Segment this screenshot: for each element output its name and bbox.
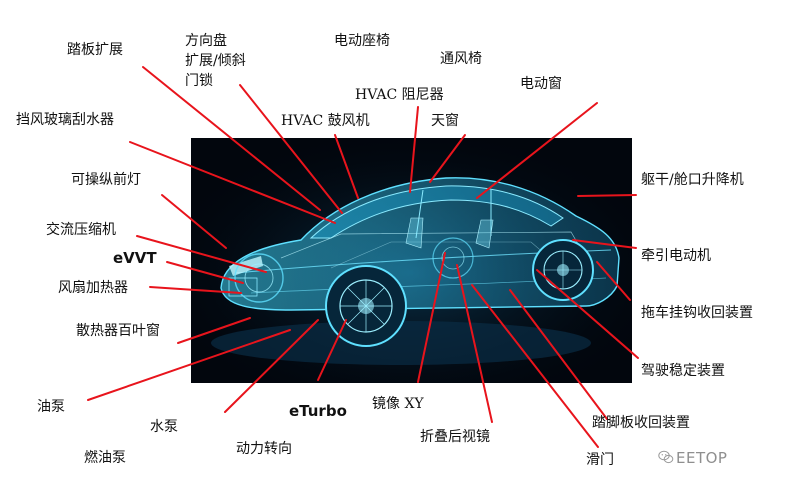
- label-running-board: 踏脚板收回装置: [592, 415, 690, 431]
- watermark-text: EETOP: [676, 449, 728, 467]
- label-hvac-damper: HVAC 阻尼器: [355, 87, 444, 103]
- label-wiper: 挡风玻璃刮水器: [16, 112, 114, 128]
- label-power-window: 电动窗: [520, 76, 562, 92]
- label-fan-heater: 风扇加热器: [58, 280, 128, 296]
- label-sliding-door: 滑门: [586, 452, 614, 468]
- front-wheel: [325, 265, 407, 347]
- label-ac-compressor: 交流压缩机: [46, 222, 116, 238]
- label-hvac-blower: HVAC 鼓风机: [281, 113, 370, 129]
- label-power-seat: 电动座椅: [334, 33, 390, 49]
- label-mirror-xy: 镜像 XY: [372, 396, 424, 412]
- label-tow-hitch: 拖车挂钩收回装置: [641, 305, 753, 321]
- rear-wheel: [532, 239, 594, 301]
- label-evvt: eVVT: [113, 249, 157, 267]
- label-traction-motor: 牵引电动机: [641, 248, 711, 264]
- car-wireframe-illustration: [191, 138, 632, 383]
- label-trunk: 躯干/舱口升降机: [641, 172, 744, 188]
- label-steering-line2: 扩展/倾斜: [185, 53, 246, 69]
- label-pedal-extend: 踏板扩展: [67, 42, 123, 58]
- label-power-steering: 动力转向: [236, 441, 292, 457]
- car-xray-image: [191, 138, 632, 383]
- label-steering-line1: 方向盘: [185, 33, 227, 49]
- label-stability: 驾驶稳定装置: [641, 363, 725, 379]
- label-headlamp: 可操纵前灯: [71, 172, 141, 188]
- label-vent-seat: 通风椅: [440, 51, 482, 67]
- label-fuel-pump: 燃油泵: [84, 450, 126, 466]
- label-fold-mirror: 折叠后视镜: [420, 429, 490, 445]
- label-oil-pump: 油泵: [37, 399, 65, 415]
- label-steering-line3: 门锁: [185, 73, 213, 89]
- wechat-icon: [658, 450, 674, 464]
- label-sunroof: 天窗: [431, 113, 459, 129]
- label-water-pump: 水泵: [150, 419, 178, 435]
- label-radiator-shutter: 散热器百叶窗: [76, 323, 160, 339]
- label-eturbo: eTurbo: [289, 402, 347, 420]
